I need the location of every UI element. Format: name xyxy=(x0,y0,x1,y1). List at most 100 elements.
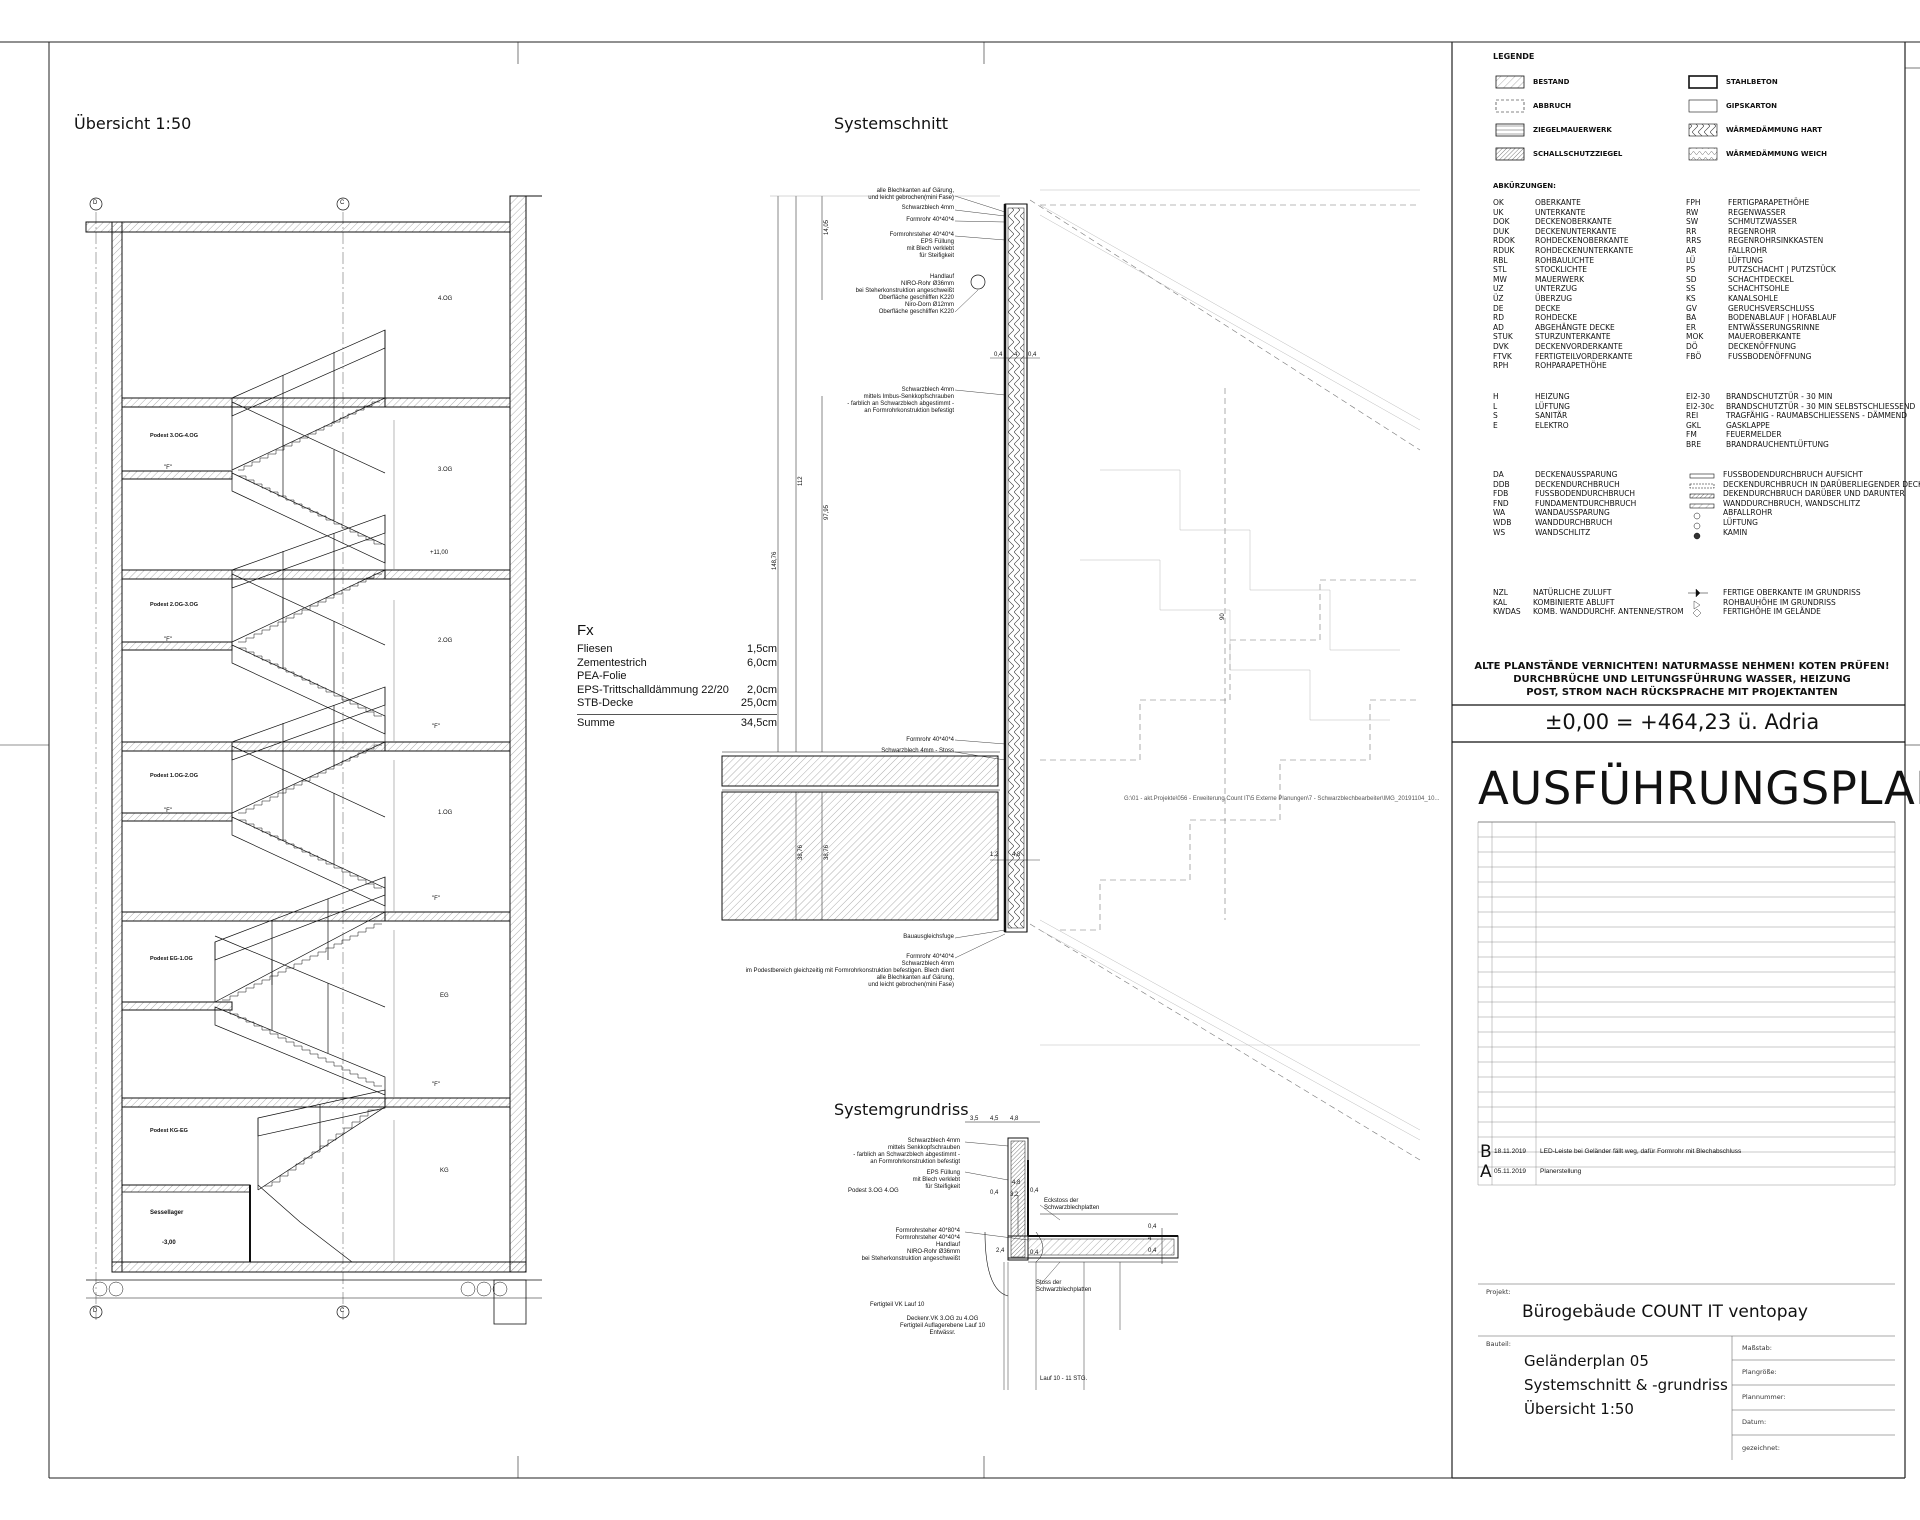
abbreviation-meaning: ROHPARAPETHÖHE xyxy=(1535,361,1607,371)
annotation-formrohr: Formrohr 40*40*4 xyxy=(906,217,954,223)
abbreviation-key: FDB xyxy=(1493,489,1509,499)
abbreviation-key: FTVK xyxy=(1493,351,1512,361)
abbreviation-meaning: BRANDSCHUTZTÜR - 30 MIN xyxy=(1726,392,1833,401)
abbreviation-meaning: ROHDECKENUNTERKANTE xyxy=(1535,245,1634,255)
plan-annotation-eckstoss: Eckstoss der Schwarzblechplatten xyxy=(1044,1198,1100,1211)
floor-label: 4.OG xyxy=(438,296,453,302)
abbreviation-meaning: OBERKANTE xyxy=(1535,198,1581,207)
abbreviation-key: MOK xyxy=(1686,332,1704,342)
abbreviation-meaning: ÜBERZUG xyxy=(1535,293,1573,303)
podest-label: Podest KG-EG xyxy=(150,1128,188,1134)
abbreviation-key: GKL xyxy=(1686,420,1701,430)
abbreviation-meaning: ROHBAULICHTE xyxy=(1535,255,1595,265)
abbreviation-key: DÖ xyxy=(1686,341,1698,351)
fx-layer-value: 6,0cm xyxy=(747,656,777,669)
dimension-text: 148,76 xyxy=(772,551,778,570)
abbreviation-meaning: SCHMUTZWASSER xyxy=(1728,217,1797,227)
dimension-text: 0,4 xyxy=(994,352,1003,358)
axis-label-c-bottom: C xyxy=(340,1308,345,1314)
floor-label: KG xyxy=(440,1168,449,1174)
abbreviation-meaning: FUSSBODENÖFFNUNG xyxy=(1728,351,1812,361)
warning-note: ALTE PLANSTÄNDE VERNICHTEN! NATURMASSE N… xyxy=(1452,660,1912,699)
plan-annotation-schwarzblech: Schwarzblech 4mm mittels Senkkopfschraub… xyxy=(853,1138,960,1165)
abbreviation-meaning: GERUCHSVERSCHLUSS xyxy=(1728,303,1815,313)
dimension-text: 0,4 xyxy=(1028,352,1037,358)
abbreviation-key: RD xyxy=(1493,313,1504,323)
revision-letter: A xyxy=(1480,1162,1492,1182)
abbreviation-meaning: ABGEHÄNGTE DECKE xyxy=(1535,322,1615,332)
symbol-meaning: ABFALLROHR xyxy=(1723,508,1773,518)
symbol-meaning: ROHBAUHÖHE IM GRUNDRISS xyxy=(1723,597,1836,607)
abbreviation-meaning: SCHACHTDECKEL xyxy=(1728,274,1794,284)
abbreviation-key: S xyxy=(1493,411,1498,421)
fx-layer-value: 1,5cm xyxy=(747,643,777,655)
dimension-text: 97,95 xyxy=(824,504,830,520)
abbreviation-meaning: PUTZSCHACHT | PUTZSTÜCK xyxy=(1728,265,1836,275)
symbol-meaning: FERTIGHÖHE IM GELÄNDE xyxy=(1723,607,1821,617)
abbreviation-meaning: STOCKLICHTE xyxy=(1535,265,1587,275)
abbreviation-meaning: ROHDECKENOBERKANTE xyxy=(1535,236,1629,246)
plan-annotation-stoss: Stoss der Schwarzblechplatten xyxy=(1036,1280,1092,1293)
field-plan-number: Plannummer: xyxy=(1742,1393,1786,1401)
abbreviation-key: GV xyxy=(1686,303,1697,313)
symbol-meaning: WANDDURCHBRUCH, WANDSCHLITZ xyxy=(1723,498,1861,508)
plan-dimension: 3,5 xyxy=(970,1116,979,1122)
floor-label: EG xyxy=(440,993,449,999)
abbreviation-meaning: BRANDRAUCHENTLÜFTUNG xyxy=(1726,439,1829,449)
revision-date: 18.11.2019 xyxy=(1494,1148,1527,1155)
abbreviation-key: WDB xyxy=(1493,517,1512,527)
abbreviation-meaning: KANALSOHLE xyxy=(1728,293,1779,303)
annotation-stoss: Schwarzblech 4mm - Stoss xyxy=(881,748,954,754)
abbreviation-key: AR xyxy=(1686,245,1697,255)
abbreviation-key: KWDAS xyxy=(1493,607,1521,617)
abbreviation-key: STL xyxy=(1493,265,1507,275)
abbreviation-key: LÜ xyxy=(1686,255,1696,265)
abbreviation-key: OK xyxy=(1493,198,1504,207)
symbol-meaning: KAMIN xyxy=(1723,527,1748,537)
abbreviation-meaning: STURZUNTERKANTE xyxy=(1535,332,1611,342)
abbreviation-key: SS xyxy=(1686,284,1696,294)
annotation-schwarzblech-befestigung: Schwarzblech 4mm mittels Imbus-Senkkopfs… xyxy=(847,387,954,414)
abbreviation-meaning: ENTWÄSSERUNGSRINNE xyxy=(1728,322,1820,332)
fx-row: PEA-Folie xyxy=(577,670,777,684)
dimension-text: 90 xyxy=(1220,613,1226,620)
dimension-text: 1,2 xyxy=(990,852,999,858)
abbreviation-meaning: SANITÄR xyxy=(1535,411,1568,421)
plan-dimension: 0,4 xyxy=(1030,1250,1039,1256)
plan-dimension: 4,8 xyxy=(1012,1180,1021,1186)
abbreviation-key: UK xyxy=(1493,207,1504,217)
abbreviation-meaning: LÜFTUNG xyxy=(1535,401,1570,411)
abbreviation-meaning: HEIZUNG xyxy=(1535,392,1570,401)
plan-dimension: 4 xyxy=(1148,1236,1152,1242)
abbreviation-meaning: DECKENUNTERKANTE xyxy=(1535,226,1617,236)
abbreviation-key: RDOK xyxy=(1493,236,1515,246)
plan-type-title: AUSFÜHRUNGSPLAN xyxy=(1478,762,1920,815)
datum-reference: ±0,00 = +464,23 ü. Adria xyxy=(1544,710,1820,734)
plan-dimension: 0,4 xyxy=(1030,1188,1039,1194)
abbreviation-key: RR xyxy=(1686,226,1697,236)
legend-item: BESTAND xyxy=(1533,78,1570,86)
abbreviation-meaning: DECKENOBERKANTE xyxy=(1535,217,1612,227)
annotation-podest: Formrohr 40*40*4 Schwarzblech 4mm im Pod… xyxy=(745,954,954,988)
